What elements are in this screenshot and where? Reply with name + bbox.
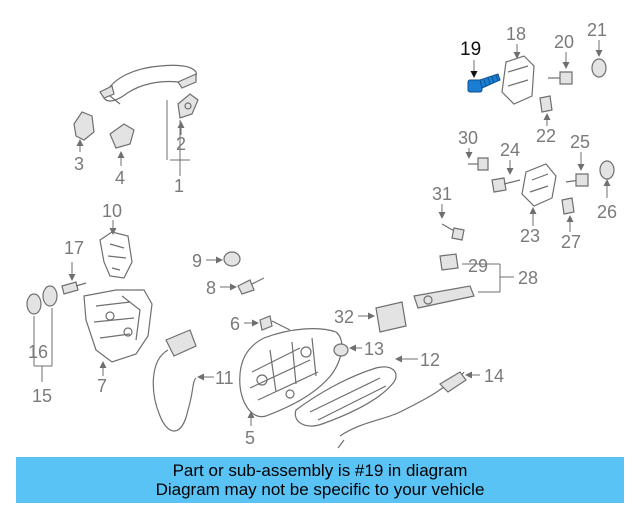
door-check-part — [413, 253, 475, 309]
callout-24: 24 — [500, 140, 520, 160]
callout-13: 13 — [364, 339, 384, 359]
callout-16: 16 — [28, 342, 48, 362]
callout-9: 9 — [192, 251, 202, 271]
callout-25: 25 — [570, 132, 590, 152]
lower-hinge-part — [521, 163, 557, 207]
banner-line-1: Part or sub-assembly is #19 in diagram — [172, 461, 468, 480]
callout-26: 26 — [597, 202, 617, 222]
callout-18: 18 — [506, 24, 526, 44]
callout-31: 31 — [432, 184, 452, 204]
bolt-19-part — [467, 73, 501, 93]
upper-hinge-part — [501, 55, 535, 105]
callout-32: 32 — [334, 307, 354, 327]
bolt-31-part — [441, 223, 465, 241]
check-cover-32-part — [375, 301, 407, 333]
callout-20: 20 — [554, 32, 574, 52]
bolt-30-part — [468, 157, 489, 171]
callout-11: 11 — [215, 368, 234, 388]
release-cable-part — [152, 329, 197, 432]
outside-handle-part — [99, 64, 197, 105]
bolt-25-part — [565, 173, 589, 187]
bezel-part — [73, 111, 95, 141]
callout-6: 6 — [230, 314, 240, 334]
callout-29: 29 — [468, 256, 488, 276]
bushing-22-part — [539, 95, 553, 113]
bolt-20-part — [548, 71, 573, 85]
callout-1: 1 — [174, 176, 184, 196]
callout-10: 10 — [102, 201, 122, 221]
callout-4: 4 — [115, 168, 125, 188]
callout-28: 28 — [518, 268, 538, 288]
callout-30: 30 — [458, 128, 478, 148]
callout-5: 5 — [245, 428, 255, 448]
bushing-27-part — [561, 197, 575, 215]
callout-14: 14 — [484, 366, 504, 386]
clip-9-part — [223, 251, 241, 267]
bolt-6-part — [259, 315, 291, 331]
callout-12: 12 — [420, 350, 440, 370]
banner-line-2: Diagram may not be specific to your vehi… — [155, 480, 485, 499]
screw-17-part — [61, 281, 87, 295]
washer-13-part — [333, 343, 349, 357]
callout-23: 23 — [520, 226, 540, 246]
handle-bracket-part — [99, 231, 133, 279]
gasket-part — [109, 123, 135, 149]
callout-22: 22 — [536, 126, 556, 146]
callout-7: 7 — [97, 376, 107, 396]
callout-15: 15 — [32, 386, 52, 406]
cable-14-part — [337, 371, 467, 449]
info-banner: Part or sub-assembly is #19 in diagram D… — [16, 457, 624, 503]
callout-8: 8 — [206, 278, 216, 298]
washer-26-part — [599, 160, 615, 180]
trim-panel-part — [294, 366, 397, 427]
callout-21: 21 — [587, 20, 607, 40]
screw-8-part — [237, 277, 265, 295]
callout-3: 3 — [74, 154, 84, 174]
washer-21-part — [591, 58, 607, 78]
callout-2: 2 — [176, 134, 186, 154]
callout-19: 19 — [460, 39, 481, 60]
callout-17: 17 — [64, 238, 84, 258]
callout-27: 27 — [561, 232, 581, 252]
lock-cylinder-part — [26, 285, 58, 315]
bolt-24-part — [491, 177, 521, 193]
lock-actuator-part — [83, 289, 153, 363]
handle-cap-part — [177, 93, 199, 119]
